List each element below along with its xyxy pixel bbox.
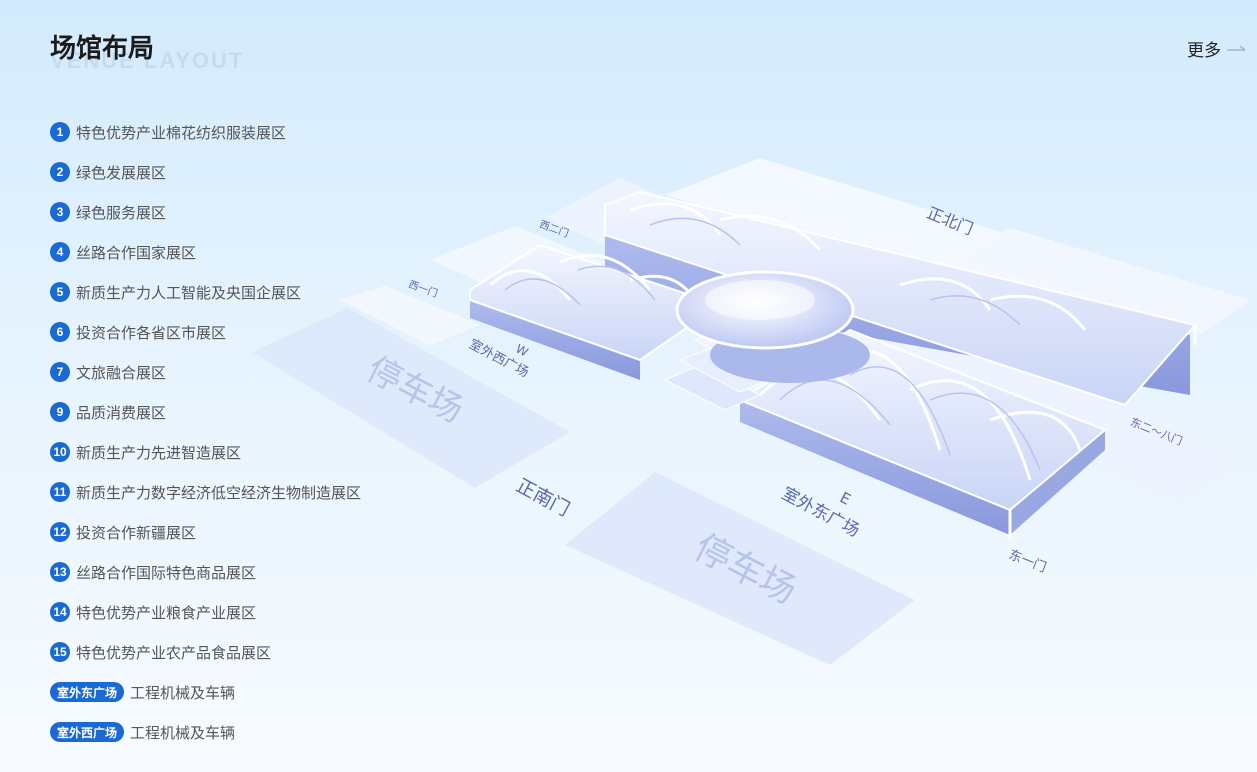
section-title: 场馆布局: [50, 34, 155, 64]
outdoor-label: 工程机械及车辆: [130, 683, 236, 702]
arrow-right-icon: [1227, 44, 1246, 51]
zone-item[interactable]: 13 丝路合作国际特色商品展区: [50, 552, 361, 592]
zone-item[interactable]: 11 新质生产力数字经济低空经济生物制造展区: [50, 472, 361, 512]
outdoor-item[interactable]: 室外东广场 工程机械及车辆: [50, 672, 361, 712]
zone-label: 丝路合作国家展区: [76, 243, 197, 262]
gate-label-west1: 西一门: [407, 277, 440, 299]
more-link[interactable]: 更多: [1187, 36, 1247, 61]
zone-label: 文旅融合展区: [76, 363, 167, 382]
zone-label: 特色优势产业农产品食品展区: [76, 643, 272, 662]
zone-label: 特色优势产业棉花纺织服装展区: [76, 123, 287, 142]
central-dome: [675, 270, 870, 383]
plaza-west-letter: W: [513, 342, 530, 360]
zone-number-badge: 10: [50, 442, 70, 462]
zone-item[interactable]: 12 投资合作新疆展区: [50, 512, 361, 552]
section-header: VENUE LAYOUT 场馆布局: [50, 28, 350, 78]
zone-item[interactable]: 4 丝路合作国家展区: [50, 232, 361, 272]
zone-item[interactable]: 1 特色优势产业棉花纺织服装展区: [50, 112, 361, 152]
zone-number-badge: 13: [50, 562, 70, 582]
outdoor-tag: 室外西广场: [50, 722, 125, 742]
zone-number-badge: 11: [50, 482, 70, 502]
parking-lot-east: [565, 472, 915, 665]
parking-lot-west: [252, 308, 570, 488]
zone-item[interactable]: 14 特色优势产业粮食产业展区: [50, 592, 361, 632]
zone-item[interactable]: 10 新质生产力先进智造展区: [50, 432, 361, 472]
zone-item[interactable]: 3 绿色服务展区: [50, 192, 361, 232]
zone-list: 1 特色优势产业棉花纺织服装展区 2 绿色发展展区 3 绿色服务展区 4 丝路合…: [50, 112, 361, 752]
venue-map: 停车场 停车场 正北门 正南门 西二门 西一门 东一门: [252, 158, 1250, 665]
outdoor-tag: 室外东广场: [50, 682, 125, 702]
zone-label: 投资合作各省区市展区: [76, 323, 227, 342]
zone-number-badge: 15: [50, 642, 70, 662]
zone-item[interactable]: 5 新质生产力人工智能及央国企展区: [50, 272, 361, 312]
zone-item[interactable]: 2 绿色发展展区: [50, 152, 361, 192]
zone-number-badge: 3: [50, 202, 70, 222]
outdoor-item[interactable]: 室外西广场 工程机械及车辆: [50, 712, 361, 752]
zone-number-badge: 5: [50, 282, 70, 302]
zone-item[interactable]: 15 特色优势产业农产品食品展区: [50, 632, 361, 672]
more-label: 更多: [1187, 41, 1221, 61]
ground-plate: [340, 286, 480, 345]
zone-number-badge: 12: [50, 522, 70, 542]
zone-label: 新质生产力数字经济低空经济生物制造展区: [76, 483, 362, 502]
zone-number-badge: 4: [50, 242, 70, 262]
zone-label: 特色优势产业粮食产业展区: [76, 603, 257, 622]
zone-item[interactable]: 9 品质消费展区: [50, 392, 361, 432]
gate-label-south: 正南门: [512, 475, 573, 521]
zone-number-badge: 9: [50, 402, 70, 422]
zone-number-badge: 7: [50, 362, 70, 382]
zone-number-badge: 14: [50, 602, 70, 622]
gate-label-east1: 东一门: [1006, 547, 1048, 576]
zone-label: 新质生产力先进智造展区: [76, 443, 242, 462]
zone-label: 新质生产力人工智能及央国企展区: [76, 283, 302, 302]
zone-label: 绿色发展展区: [76, 163, 167, 182]
zone-label: 绿色服务展区: [76, 203, 167, 222]
ground-plate: [955, 228, 1250, 335]
zone-number-badge: 6: [50, 322, 70, 342]
zone-label: 品质消费展区: [76, 403, 167, 422]
outdoor-label: 工程机械及车辆: [130, 723, 236, 742]
zone-label: 投资合作新疆展区: [76, 523, 197, 542]
section-subtitle: VENUE LAYOUT: [50, 48, 245, 73]
plaza-east-letter: E: [837, 488, 854, 508]
zone-number-badge: 2: [50, 162, 70, 182]
zone-item[interactable]: 7 文旅融合展区: [50, 352, 361, 392]
zone-number-badge: 1: [50, 122, 70, 142]
zone-item[interactable]: 6 投资合作各省区市展区: [50, 312, 361, 352]
zone-label: 丝路合作国际特色商品展区: [76, 563, 257, 582]
